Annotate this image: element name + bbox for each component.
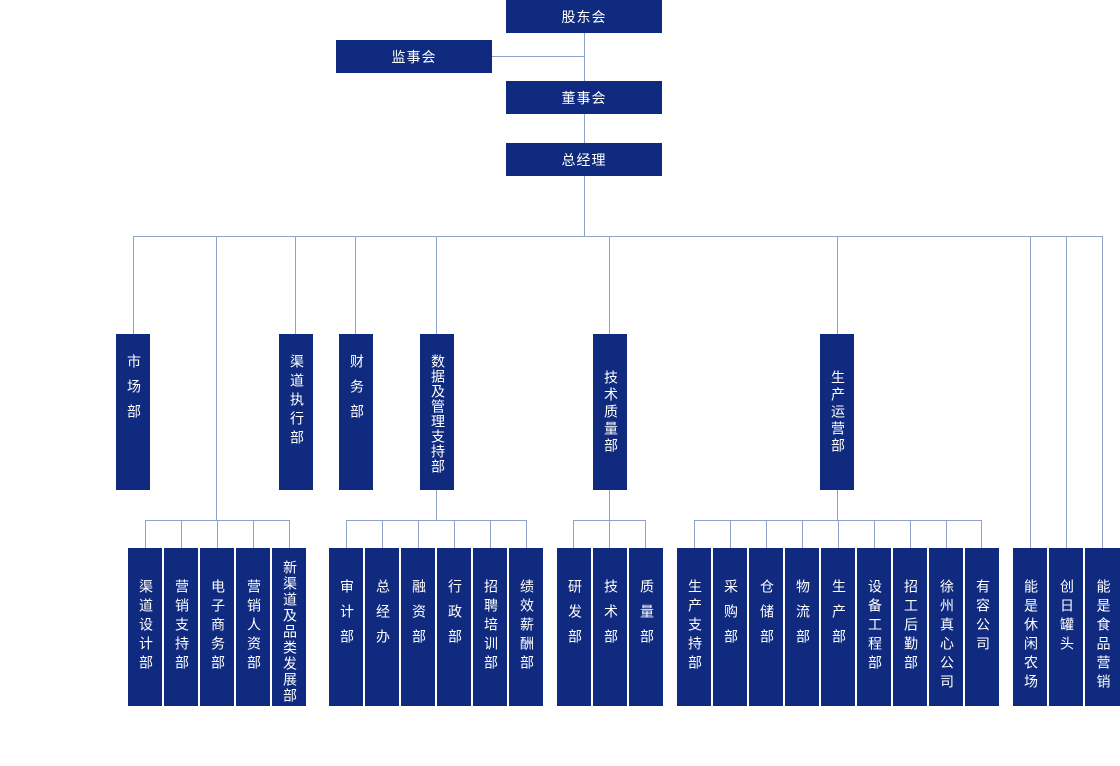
dept-data-mgmt-label: 数据及管理支持部 — [429, 354, 445, 474]
sub-gm-office: 总经办 — [365, 548, 399, 706]
supervisors-label: 监事会 — [391, 49, 437, 66]
sub-label: 电子商务部 — [209, 579, 225, 674]
dept-production-ops-label: 生产运营部 — [829, 370, 845, 455]
general-manager-label: 总经理 — [561, 152, 607, 169]
board-label: 董事会 — [561, 90, 607, 107]
dept-finance: 财务部 — [339, 334, 373, 490]
sub-label: 生产支持部 — [686, 579, 702, 674]
sub-label: 营销支持部 — [173, 579, 189, 674]
sub-yourong-company: 有容公司 — [965, 548, 999, 706]
sub-recruit-logistics: 招工后勤部 — [893, 548, 927, 706]
sub-marketing-support: 营销支持部 — [164, 548, 198, 706]
affiliate-label: 能是食品营销 — [1094, 579, 1111, 693]
dept-finance-label: 财务部 — [348, 354, 364, 429]
dept-channel-exec-label: 渠道执行部 — [288, 354, 304, 449]
sub-label: 研发部 — [566, 579, 582, 654]
sub-performance-pay: 绩效薪酬部 — [509, 548, 543, 706]
sub-label: 总经办 — [374, 579, 390, 654]
dept-tech-quality: 技术质量部 — [593, 334, 627, 490]
sub-new-channel: 新渠道及品类发展部 — [272, 548, 306, 706]
sub-label: 设备工程部 — [866, 579, 882, 674]
sub-admin: 行政部 — [437, 548, 471, 706]
sub-label: 物流部 — [794, 579, 810, 654]
sub-rnd: 研发部 — [557, 548, 591, 706]
dept-production-ops: 生产运营部 — [820, 334, 854, 490]
shareholders-label: 股东会 — [561, 9, 607, 26]
sub-procurement: 采购部 — [713, 548, 747, 706]
sub-label: 审计部 — [338, 579, 354, 654]
sub-label: 质量部 — [638, 579, 654, 654]
affiliate-food-marketing: 能是食品营销 — [1085, 548, 1120, 706]
sub-ecommerce: 电子商务部 — [200, 548, 234, 706]
affiliate-canned-food: 创日罐头 — [1049, 548, 1083, 706]
sub-quality: 质量部 — [629, 548, 663, 706]
sub-label: 行政部 — [446, 579, 462, 654]
sub-label: 技术部 — [602, 579, 618, 654]
sub-production-support: 生产支持部 — [677, 548, 711, 706]
sub-audit: 审计部 — [329, 548, 363, 706]
dept-market: 市场部 — [116, 334, 150, 490]
sub-label: 有容公司 — [974, 579, 990, 655]
dept-market-label: 市场部 — [125, 354, 141, 429]
sub-label: 仓储部 — [758, 579, 774, 654]
general-manager-box: 总经理 — [506, 143, 662, 176]
sub-label: 绩效薪酬部 — [518, 579, 534, 674]
sub-financing: 融资部 — [401, 548, 435, 706]
sub-label: 新渠道及品类发展部 — [281, 560, 297, 704]
dept-data-mgmt: 数据及管理支持部 — [420, 334, 454, 490]
sub-label: 徐州真心公司 — [938, 579, 954, 693]
sub-label: 招工后勤部 — [902, 579, 918, 674]
sub-marketing-hr: 营销人资部 — [236, 548, 270, 706]
sub-label: 采购部 — [722, 579, 738, 654]
affiliate-label: 创日罐头 — [1058, 579, 1074, 655]
sub-technology: 技术部 — [593, 548, 627, 706]
dept-tech-quality-label: 技术质量部 — [602, 370, 618, 455]
sub-label: 融资部 — [410, 579, 426, 654]
dept-channel-exec: 渠道执行部 — [279, 334, 313, 490]
sub-warehouse: 仓储部 — [749, 548, 783, 706]
sub-channel-design: 渠道设计部 — [128, 548, 162, 706]
affiliate-label: 能是休闲农场 — [1022, 579, 1038, 693]
sub-equipment-eng: 设备工程部 — [857, 548, 891, 706]
sub-label: 渠道设计部 — [137, 579, 153, 674]
sub-recruit-training: 招聘培训部 — [473, 548, 507, 706]
shareholders-box: 股东会 — [506, 0, 662, 33]
sub-label: 生产部 — [830, 579, 846, 654]
supervisors-box: 监事会 — [336, 40, 492, 73]
sub-logistics: 物流部 — [785, 548, 819, 706]
board-box: 董事会 — [506, 81, 662, 114]
affiliate-leisure-farm: 能是休闲农场 — [1013, 548, 1047, 706]
sub-label: 招聘培训部 — [482, 579, 498, 674]
sub-xuzhou-company: 徐州真心公司 — [929, 548, 963, 706]
sub-label: 营销人资部 — [245, 579, 261, 674]
sub-production: 生产部 — [821, 548, 855, 706]
